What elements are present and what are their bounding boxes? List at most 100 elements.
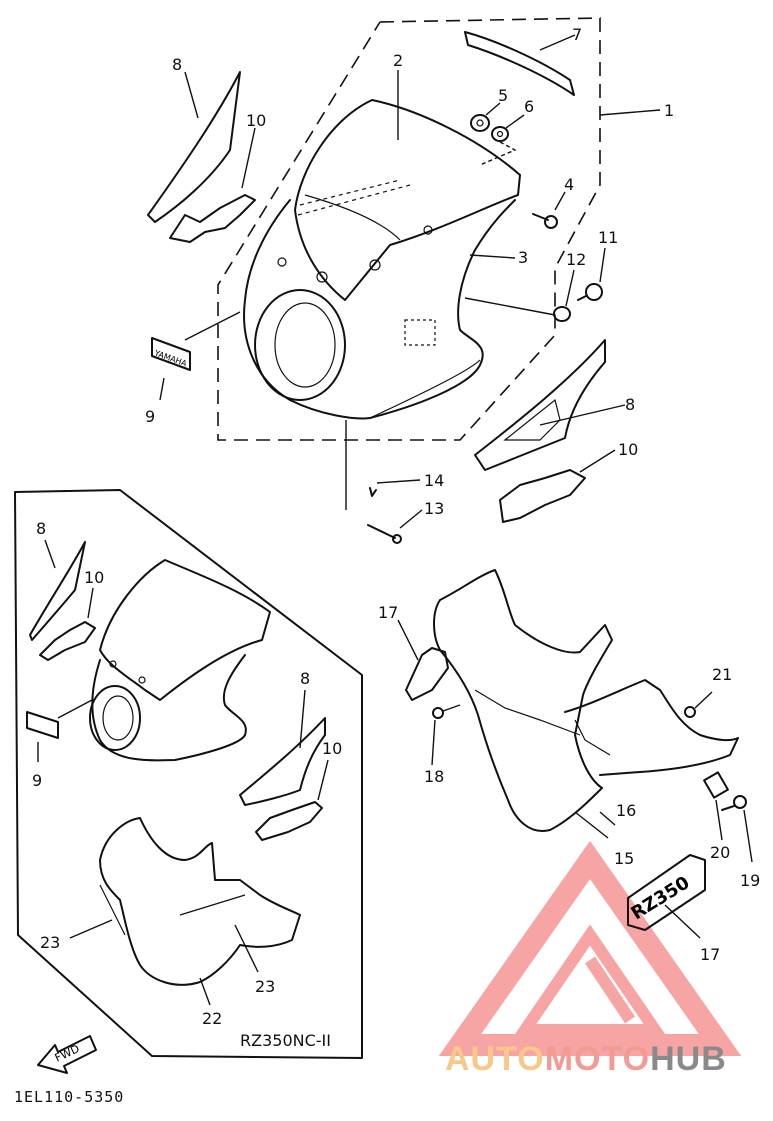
part-17-decal: RZ350 [627,854,706,931]
leader-15 [574,811,609,839]
variant-lower-cowl [99,817,301,986]
part-13-pin [367,524,402,544]
leader-8d [299,689,306,749]
leader-7 [539,34,576,51]
callout-11: 11 [598,228,618,247]
callout-19: 19 [740,871,760,890]
callout-23b: 23 [255,977,275,996]
leader-19 [743,809,753,863]
callout-21: 21 [712,665,732,684]
callout-16: 16 [616,801,636,820]
variant-part-9-emblem [26,711,59,739]
callout-12: 12 [566,250,586,269]
callout-18: 18 [424,767,444,786]
diagram-code: 1EL110-5350 [14,1088,124,1106]
watermark-part-moto: MOTO [545,1040,650,1078]
leader-22 [199,977,211,1006]
variant-part-10-right [255,801,323,841]
watermark-part-auto: AUTO [445,1040,545,1078]
part-20-collar [703,771,729,799]
callout-8b: 8 [625,395,635,414]
decal-text: RZ350 [628,872,694,924]
part-8-right-panel [474,339,606,471]
leader-5 [485,102,501,116]
callout-7: 7 [572,25,582,44]
callout-8d: 8 [300,669,310,688]
callout-1: 1 [664,101,674,120]
callout-17a: 17 [378,603,398,622]
leader-10a [241,127,256,189]
callout-6: 6 [524,97,534,116]
part-9-emblem: YAMAHA [151,337,191,371]
callout-4: 4 [564,175,574,194]
part-11-bolt [577,283,603,301]
leader-20 [715,799,723,841]
part-21-clip [684,706,696,718]
emblem-text: YAMAHA [152,348,188,368]
leader-12-to-fairing [464,297,556,316]
part-18-screw [432,704,461,719]
variant-windscreen [99,559,271,701]
part-3-fairing [243,199,516,420]
leader-8b [539,404,626,426]
leader-10c [87,587,94,619]
callout-8a: 8 [172,55,182,74]
model-variant-label: RZ350NC-II [240,1031,331,1050]
leader-10d [317,759,329,801]
watermark-logo [438,840,742,1056]
callout-10a: 10 [246,111,266,130]
callout-8c: 8 [36,519,46,538]
callout-20: 20 [710,843,730,862]
callout-9a: 9 [145,407,155,426]
callout-23a: 23 [40,933,60,952]
part-19-bolt [721,795,747,811]
callout-3: 3 [518,248,528,267]
variant-part-8-right [239,717,326,806]
leader-12 [565,269,575,307]
leader-10b [579,449,616,473]
leader-4 [554,191,566,211]
part-16-lower-cowl [433,569,739,832]
part-7-top-strip [464,31,575,96]
leader-6 [505,114,525,129]
part-10-right-decal [499,469,586,523]
callout-15: 15 [614,849,634,868]
leader-13 [399,509,423,529]
leader-21 [694,691,713,709]
leader-23b [234,924,259,973]
callout-10d: 10 [322,739,342,758]
leader-8c [44,539,56,569]
leader-11 [599,247,606,283]
leader-18 [431,719,436,766]
part-4-screw [532,213,558,229]
part-8-upper-left-panel [147,71,241,223]
watermark-part-hub: HUB [650,1040,727,1078]
leader-14 [376,479,421,484]
fwd-arrow-label: FWD [53,1042,82,1065]
callout-5: 5 [498,86,508,105]
leader-9a [184,311,241,341]
part-12-washer [553,306,571,322]
variant-box [14,489,363,1059]
variant-fairing [89,654,247,762]
part-17-side-panel [405,647,449,701]
part-10-upper-left-decal [169,194,256,243]
part-14-clip [369,487,377,497]
part-2-windscreen [294,99,521,301]
callout-2: 2 [393,51,403,70]
upper-assembly-bracket [217,17,601,441]
callout-22: 22 [202,1009,222,1028]
part-6-washer [491,126,509,142]
callout-13: 13 [424,499,444,518]
variant-part-10-left [39,621,96,661]
leader-1 [599,109,661,116]
callout-17b: 17 [700,945,720,964]
leader-3 [469,254,516,259]
leader-17b [664,904,701,939]
watermark-text: AUTOMOTOHUB [445,1040,727,1078]
callout-10c: 10 [84,568,104,587]
leader-23a [69,919,113,939]
part-5-grommet [470,114,490,132]
callout-9b: 9 [32,771,42,790]
leader-8a [184,71,199,119]
